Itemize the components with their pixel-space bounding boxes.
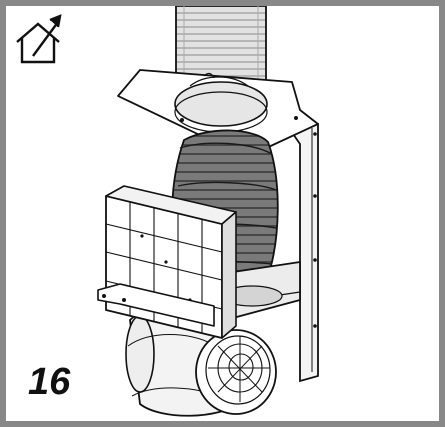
ceiling-bracket-plate bbox=[117, 69, 319, 151]
blower-inlet-grille bbox=[195, 329, 277, 415]
assembly-illustration bbox=[16, 6, 319, 417]
mounting-plate bbox=[280, 116, 319, 383]
ducted-exhaust-house-icon bbox=[16, 14, 62, 64]
filter-bracket bbox=[97, 283, 215, 327]
step-number: 16 bbox=[28, 361, 71, 403]
